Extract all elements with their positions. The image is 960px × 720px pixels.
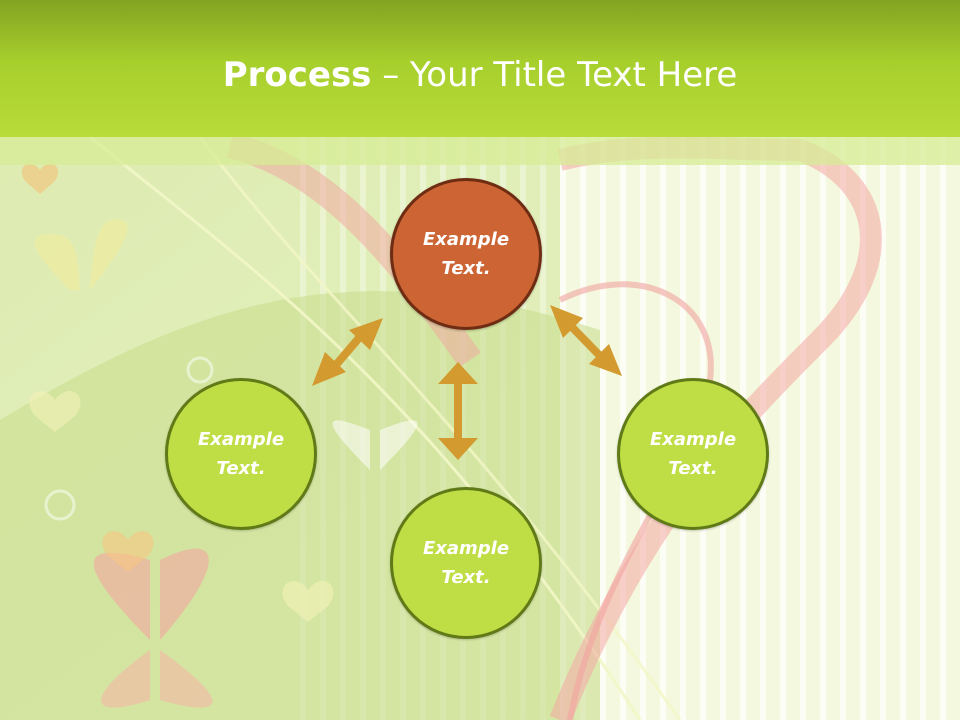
stripe [840,137,846,720]
stripe [920,137,926,720]
title-bar [0,0,960,137]
node-label: Example Text. [197,429,285,479]
heart-icon [21,163,334,622]
title-bar-band [0,137,960,165]
title-bold: Process [222,55,372,95]
stripe [940,137,946,720]
process-node-top[interactable]: Example Text. [390,178,542,330]
title-rest: – Your Title Text Here [371,55,738,95]
flower-icon [44,356,214,521]
process-node-right[interactable]: Example Text. [617,378,769,530]
butterfly-icon [34,219,128,290]
connector-right[interactable] [550,305,622,376]
process-node-bottom[interactable]: Example Text. [390,487,542,639]
connector-bottom[interactable] [438,362,478,460]
stripe [900,137,906,720]
connector-left[interactable] [312,318,383,386]
stripe [780,137,786,720]
stripe [820,137,826,720]
node-label: Example Text. [422,538,510,588]
butterfly-icon [93,548,213,708]
slide-title[interactable]: Process – Your Title Text Here [0,52,960,98]
stripe [860,137,866,720]
node-label: Example Text. [422,229,510,279]
stripe [800,137,806,720]
process-node-left[interactable]: Example Text. [165,378,317,530]
stripe [880,137,886,720]
stripe [600,137,606,720]
butterfly-icon [332,420,418,470]
node-label: Example Text. [649,429,737,479]
